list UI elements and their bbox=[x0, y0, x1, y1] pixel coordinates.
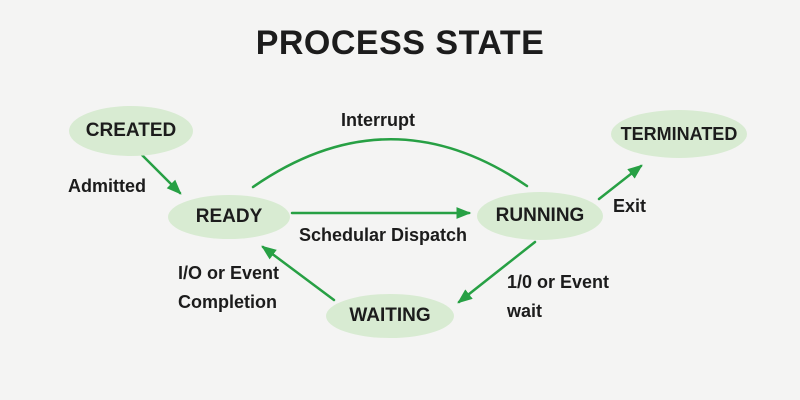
state-node-created: CREATED bbox=[69, 106, 193, 156]
transition-label-exit: Exit bbox=[613, 196, 647, 216]
state-label-created: CREATED bbox=[85, 120, 177, 141]
state-label-ready: READY bbox=[195, 206, 263, 227]
arrow-interrupt-running-to-ready bbox=[251, 138, 529, 189]
transition-label-io-event-wait: 1/0 or Event wait bbox=[507, 272, 610, 321]
state-node-running: RUNNING bbox=[477, 192, 603, 240]
state-node-ready: READY bbox=[168, 195, 290, 239]
state-label-terminated: TERMINATED bbox=[620, 123, 738, 144]
state-node-terminated: TERMINATED bbox=[611, 110, 747, 158]
state-node-waiting: WAITING bbox=[326, 294, 454, 338]
transition-label-admitted: Admitted bbox=[68, 176, 146, 196]
transition-label-interrupt: Interrupt bbox=[341, 110, 415, 130]
state-label-running: RUNNING bbox=[495, 205, 585, 226]
diagram-title: PROCESS STATE bbox=[255, 24, 545, 62]
transition-label-schedular-dispatch: Schedular Dispatch bbox=[299, 225, 468, 245]
arrow-admitted-created-to-ready bbox=[140, 153, 182, 195]
transition-label-io-event-completion: I/O or Event Completion bbox=[178, 263, 280, 312]
state-label-waiting: WAITING bbox=[349, 305, 431, 326]
